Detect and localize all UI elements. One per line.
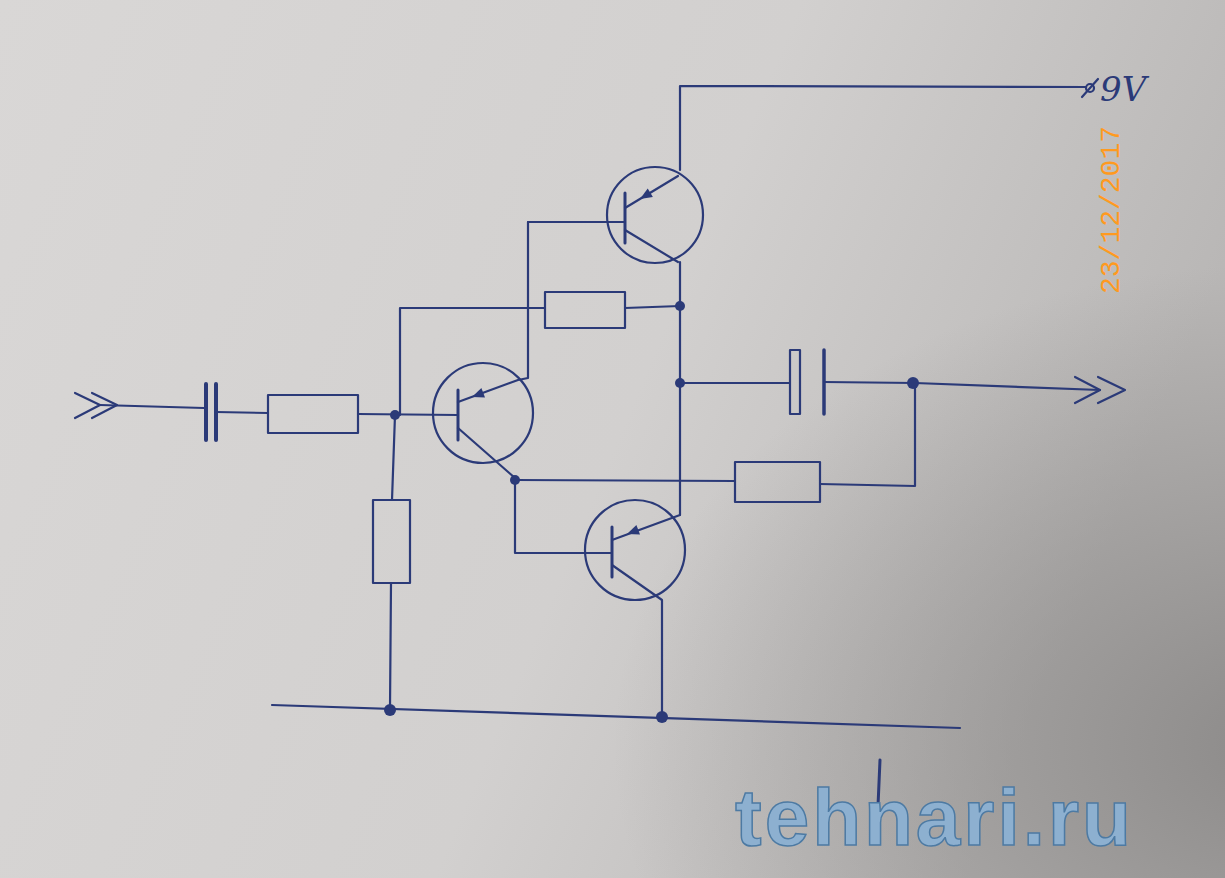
transistor-body <box>585 500 685 600</box>
transistor-collector <box>612 565 662 716</box>
feedback-wire <box>515 480 735 481</box>
transistor-base-bar <box>611 527 614 577</box>
junction-dot <box>907 377 919 389</box>
transistor-emitter <box>612 515 680 540</box>
junction-dot <box>656 711 668 723</box>
supply-voltage-label: 9V <box>1100 72 1146 106</box>
junctions <box>384 189 919 724</box>
resistor-symbol <box>268 395 358 433</box>
bias-wire <box>400 308 545 415</box>
transistor-emitter <box>458 222 528 402</box>
output-rail-wire <box>679 262 681 515</box>
feedback-wire <box>820 383 915 486</box>
watermark: tehnari.ru <box>735 778 1134 858</box>
ground-wire <box>272 705 960 728</box>
input-wire <box>216 412 268 413</box>
emitter-arrow <box>472 388 485 397</box>
resistor-symbol <box>545 292 625 328</box>
junction-dot <box>675 378 685 388</box>
transistor-collector <box>458 428 515 478</box>
transistor-body <box>433 363 533 463</box>
transistor-collector <box>625 230 678 262</box>
supply-terminal-mark <box>1082 79 1098 97</box>
electrolytic-capacitor-symbol <box>790 350 800 414</box>
base-wire <box>358 414 458 415</box>
emitter-arrow <box>627 525 640 534</box>
resistor-symbol <box>735 462 820 502</box>
output-wire <box>680 382 790 384</box>
base-wire <box>528 221 625 223</box>
output-arrow <box>1075 377 1125 403</box>
wiring <box>75 79 1125 806</box>
bias-wire <box>625 306 680 308</box>
transistor-emitter <box>625 176 678 208</box>
junction-dot <box>675 301 685 311</box>
output-wire <box>824 382 1100 390</box>
capacitor-symbol <box>206 384 216 440</box>
resistor-symbol <box>373 500 410 583</box>
transistor-base-bar <box>624 193 627 243</box>
transistor-base-bar <box>457 390 460 440</box>
supply-wire <box>680 86 1086 170</box>
junction-dot <box>390 410 400 420</box>
bias-wire <box>392 415 395 500</box>
emitter-arrow <box>640 189 653 200</box>
date-stamp: 23/12/2017 <box>1098 126 1126 294</box>
junction-dot <box>510 475 520 485</box>
junction-dot <box>384 704 396 716</box>
input-wire <box>100 405 204 408</box>
transistor-body <box>607 167 703 263</box>
bias-wire <box>390 583 391 708</box>
